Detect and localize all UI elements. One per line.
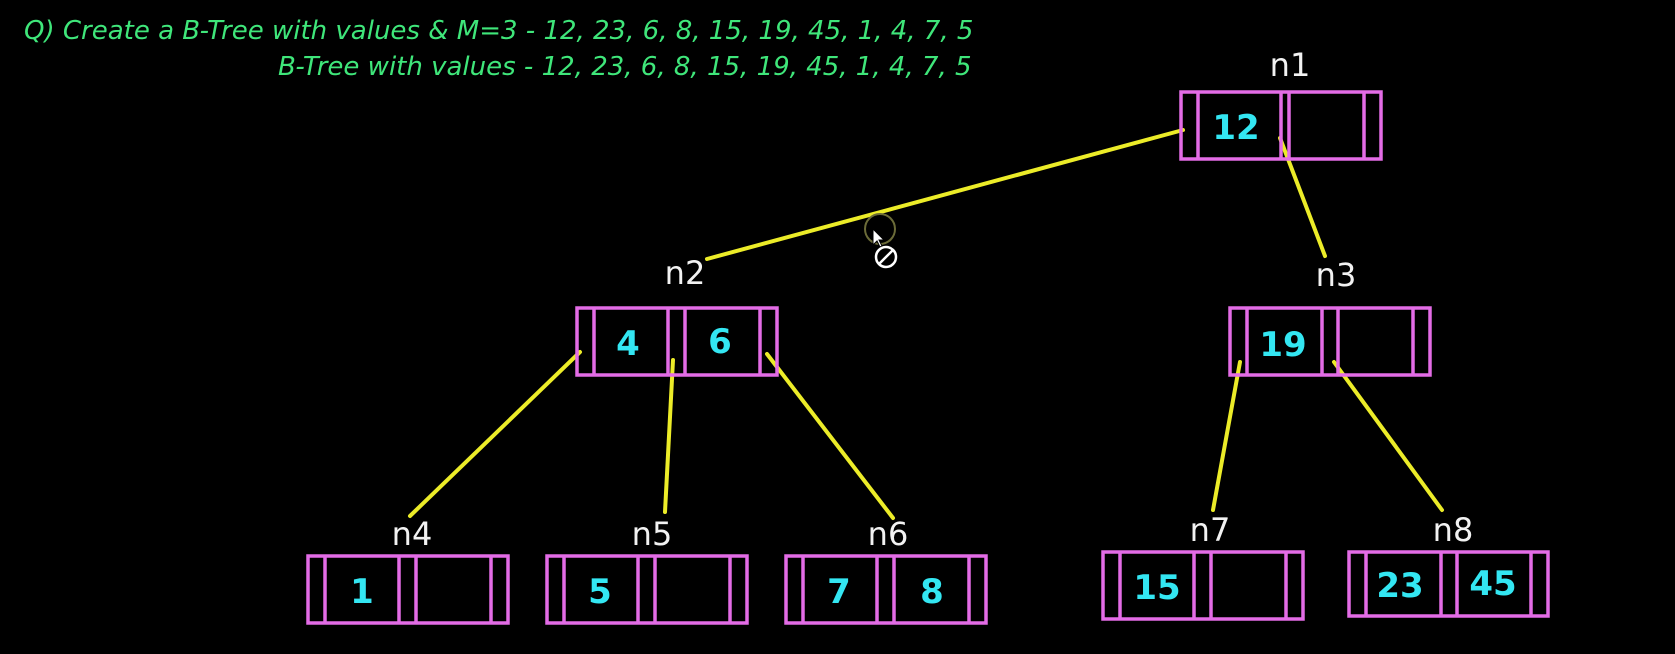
node-n8: n8 23 45	[1347, 511, 1550, 618]
not-allowed-cursor-icon	[864, 213, 898, 269]
edge-n3-n8	[1332, 360, 1444, 512]
key-n2-1: 6	[708, 322, 732, 362]
node-box-n3	[1228, 306, 1432, 377]
node-label-n7: n7	[1190, 511, 1231, 549]
key-n8-1: 45	[1469, 564, 1516, 604]
key-n6-0: 7	[827, 572, 851, 612]
key-n8-0: 23	[1376, 566, 1423, 606]
node-label-n4: n4	[392, 515, 433, 553]
key-n5-0: 5	[588, 572, 612, 612]
node-label-n8: n8	[1433, 511, 1474, 549]
node-n1: n1 12	[1179, 46, 1383, 161]
node-n7: n7 15	[1101, 511, 1305, 621]
node-label-n5: n5	[632, 515, 673, 553]
node-label-n2: n2	[665, 254, 706, 292]
edge-n2-n5	[663, 358, 675, 514]
node-box-n7	[1101, 550, 1305, 621]
node-box-n8	[1347, 550, 1550, 618]
edge-n2-n4	[408, 350, 582, 518]
edge-n1-n2	[705, 128, 1185, 261]
node-box-n4	[306, 554, 510, 625]
node-box-n5	[545, 554, 749, 625]
node-n6: n6 7 8	[784, 515, 988, 625]
node-label-n3: n3	[1316, 256, 1357, 294]
node-label-n1: n1	[1270, 46, 1311, 84]
key-n6-1: 8	[920, 572, 944, 612]
node-n5: n5 5	[545, 515, 749, 625]
node-n4: n4 1	[306, 515, 510, 625]
edge-n1-n3	[1278, 136, 1327, 258]
node-n3: n3 19	[1228, 256, 1432, 377]
node-box-n2	[575, 306, 779, 377]
node-label-n6: n6	[868, 515, 909, 553]
edge-n2-n6	[765, 352, 895, 520]
subtitle-text: B-Tree with values - 12, 23, 6, 8, 15, 1…	[278, 52, 972, 82]
question-text: Q) Create a B-Tree with values & M=3 - 1…	[24, 16, 974, 46]
node-n2: n2 4 6	[575, 254, 779, 377]
key-n1-0: 12	[1212, 108, 1259, 148]
key-n4-0: 1	[350, 572, 374, 612]
key-n3-0: 19	[1259, 325, 1306, 365]
edge-n3-n7	[1211, 360, 1242, 512]
key-n7-0: 15	[1133, 568, 1180, 608]
key-n2-0: 4	[616, 324, 640, 364]
node-box-n6	[784, 554, 988, 625]
